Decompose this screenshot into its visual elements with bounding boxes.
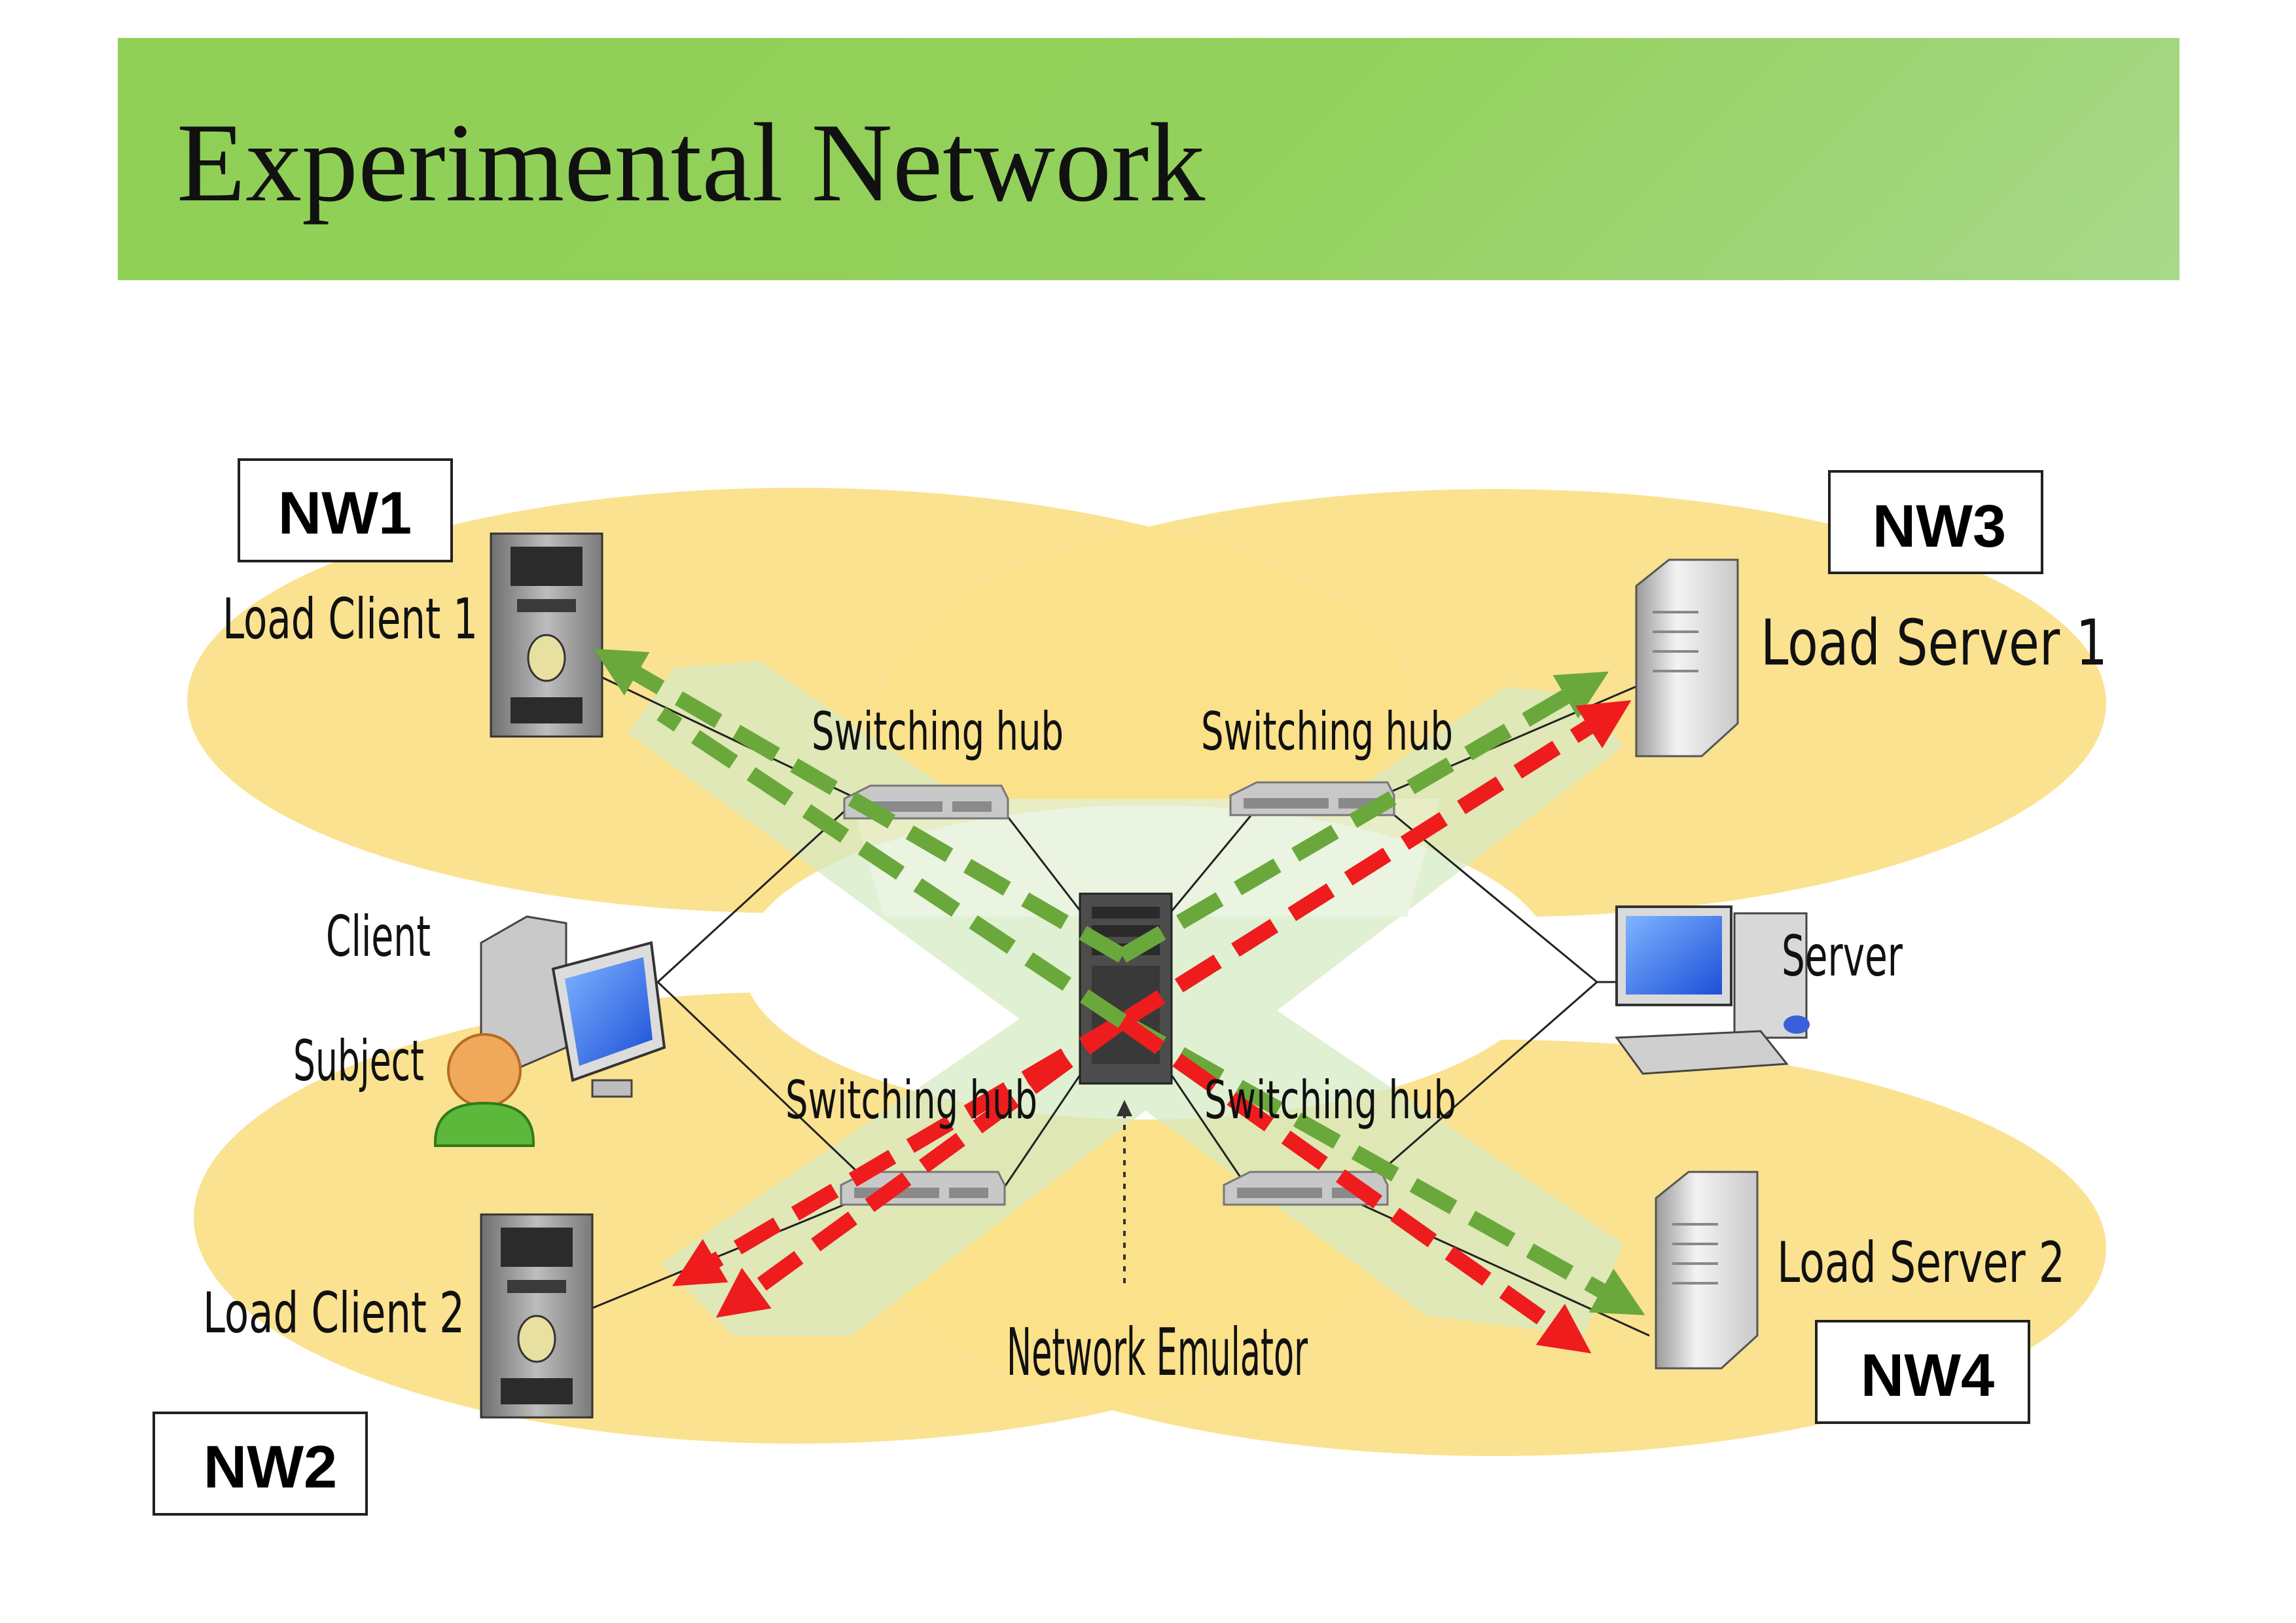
nw2-label: NW2 <box>204 1434 337 1501</box>
green-flow-nw4 <box>1119 1014 1645 1315</box>
desktop-tower-icon <box>490 532 603 738</box>
subject-label: Subject <box>293 1029 424 1094</box>
nw2-box <box>152 1412 368 1516</box>
nw3-box <box>1828 470 2043 574</box>
nw1-box <box>238 458 453 562</box>
green-flow-nw3 <box>1118 671 1609 963</box>
red-flow-nw2 <box>672 1014 1127 1286</box>
nw1-label: NW1 <box>278 480 412 547</box>
nw3-label: NW3 <box>1873 493 2006 560</box>
switch-nw2-label: Switching hub <box>785 1070 1037 1131</box>
switching-hub-icon <box>843 784 1009 820</box>
title-bar: Experimental Network <box>118 38 2179 280</box>
switch-nw3-label: Switching hub <box>1201 701 1453 762</box>
nw-label-boxes: NW1 NW3 NW2 NW4 <box>152 458 2043 1516</box>
workstation-icon <box>480 915 666 1098</box>
page-title: Experimental Network <box>177 101 1206 225</box>
nw4-box <box>1815 1320 2030 1424</box>
network-emulator-icon <box>1079 892 1173 1085</box>
load-client-2-label: Load Client 2 <box>203 1281 465 1346</box>
load-client-1-label: Load Client 1 <box>223 587 478 652</box>
green-flow-nw1-b <box>656 707 1127 1028</box>
traffic-flows <box>593 648 1645 1354</box>
red-flow-nw3 <box>1118 700 1632 1029</box>
desktop-tower-icon <box>480 1213 594 1419</box>
switch-nw1-label: Switching hub <box>812 701 1064 762</box>
load-server-2-label: Load Server 2 <box>1777 1230 2065 1296</box>
person-icon <box>434 1033 535 1147</box>
network-emulator-label: Network Emulator <box>1007 1314 1308 1391</box>
node-labels: Load Client 1 Load Client 2 Load Server … <box>203 587 2108 1391</box>
server-icon <box>1655 1171 1759 1370</box>
green-flow-nw1 <box>593 648 1127 963</box>
nw4-label: NW4 <box>1861 1342 1994 1409</box>
server-icon <box>1635 558 1739 757</box>
emulator-pointer-head <box>1117 1100 1132 1116</box>
workstation-icon <box>1615 905 1810 1075</box>
red-flow-nw4 <box>1118 1015 1592 1354</box>
load-server-1-label: Load Server 1 <box>1761 606 2108 680</box>
server-label: Server <box>1782 924 1903 989</box>
client-label: Client <box>326 904 431 970</box>
switch-nw4-label: Switching hub <box>1204 1070 1456 1131</box>
